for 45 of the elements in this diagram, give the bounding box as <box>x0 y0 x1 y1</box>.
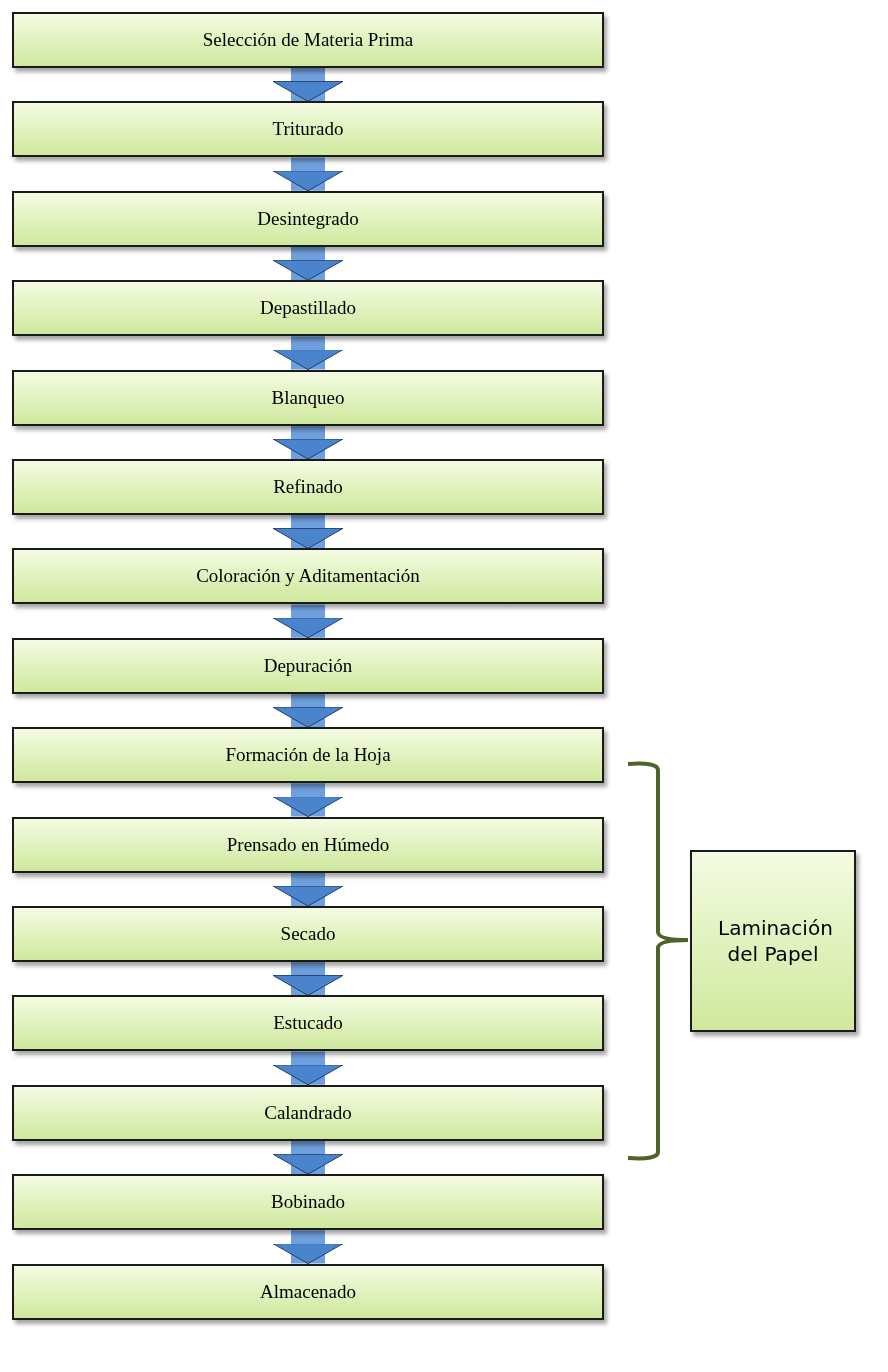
step-label: Prensado en Húmedo <box>226 833 390 856</box>
process-box <box>12 548 604 605</box>
process-box <box>12 906 604 962</box>
arrow <box>272 783 344 818</box>
arrow <box>272 336 344 371</box>
step-label: Calandrado <box>264 1101 352 1124</box>
step-label: Bobinado <box>271 1191 345 1214</box>
process-box <box>12 369 604 426</box>
arrow <box>272 872 344 907</box>
arrow <box>272 425 344 460</box>
process-box <box>12 995 604 1052</box>
step-label: Refinado <box>273 476 343 498</box>
arrow <box>272 246 344 281</box>
process-box <box>12 727 604 784</box>
step-label: Formación de la Hoja <box>225 744 391 767</box>
arrow <box>272 515 344 549</box>
step-label: Triturado <box>272 118 344 141</box>
process-box <box>12 459 604 515</box>
step-label: Selección de Materia Prima <box>202 29 414 51</box>
step-label: Blanqueo <box>271 386 345 409</box>
process-box <box>12 190 604 247</box>
step-label: Desintegrado <box>257 207 359 230</box>
step-label: Depuración <box>263 654 353 677</box>
process-box <box>12 1084 604 1141</box>
process-box <box>12 1263 604 1320</box>
process-box <box>12 1174 604 1231</box>
step-label: Depastillado <box>260 297 356 320</box>
arrow <box>272 962 344 996</box>
step-label: Coloración y Aditamentación <box>196 565 420 588</box>
process-box <box>12 280 604 337</box>
arrow <box>272 1230 344 1265</box>
step-label: Estucado <box>273 1012 343 1035</box>
step-label: Almacenado <box>260 1280 356 1303</box>
process-box <box>12 101 604 158</box>
arrow <box>272 604 344 639</box>
arrow <box>272 157 344 192</box>
arrow <box>272 1140 344 1175</box>
group-box <box>690 850 856 1032</box>
step-label: Secado <box>280 923 336 945</box>
arrow <box>272 68 344 102</box>
arrow <box>272 1051 344 1086</box>
process-box <box>12 637 604 694</box>
process-box <box>12 12 604 68</box>
process-box <box>12 816 604 873</box>
arrow <box>272 693 344 728</box>
